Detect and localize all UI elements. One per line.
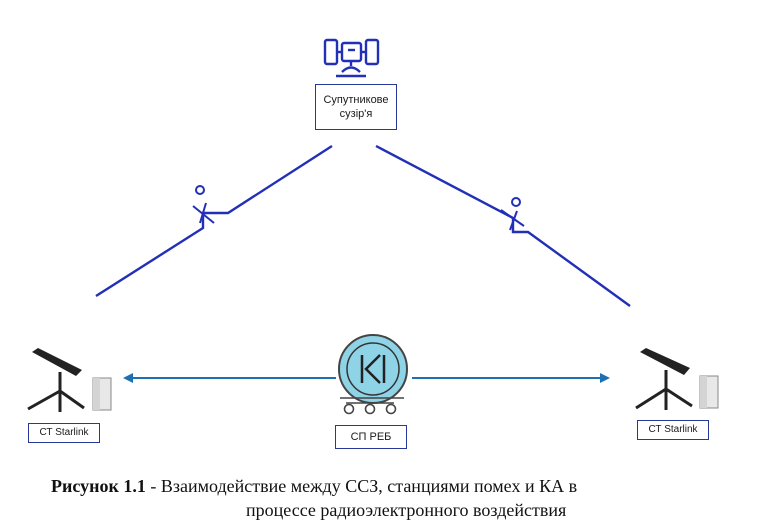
caption-prefix: Рисунок 1.1 xyxy=(51,476,146,496)
client-terminal-left-label: СТ Starlink xyxy=(28,423,100,443)
uplink-right xyxy=(375,144,631,307)
satellite-label-line1: Супутникове xyxy=(323,94,389,106)
satellite-constellation-label: Супутникове сузір'я xyxy=(315,84,397,130)
router-icon xyxy=(699,375,719,409)
wheels-icon xyxy=(340,397,404,415)
jammer-station-label: СП РЕБ xyxy=(335,425,407,449)
interference-icon xyxy=(192,185,215,224)
jammer-icon xyxy=(338,334,408,404)
antenna-dish-icon xyxy=(27,348,85,412)
caption-text-1: - Взаимодействие между ССЗ, станциями по… xyxy=(145,476,578,496)
figure-caption: Рисунок 1.1 - Взаимодействие между ССЗ, … xyxy=(0,474,762,522)
caption-line-2: процессе радиоэлектронного воздействия xyxy=(246,500,567,520)
satellite-icon xyxy=(323,38,380,78)
router-icon xyxy=(92,377,112,411)
satellite-label-line2: сузір'я xyxy=(339,108,373,120)
uplink-left xyxy=(95,144,333,298)
client-terminal-right-label: СТ Starlink xyxy=(637,420,709,440)
interference-icon xyxy=(500,197,525,231)
antenna-dish-icon xyxy=(635,348,693,410)
caption-line-1: Рисунок 1.1 - Взаимодействие между ССЗ, … xyxy=(0,474,762,498)
